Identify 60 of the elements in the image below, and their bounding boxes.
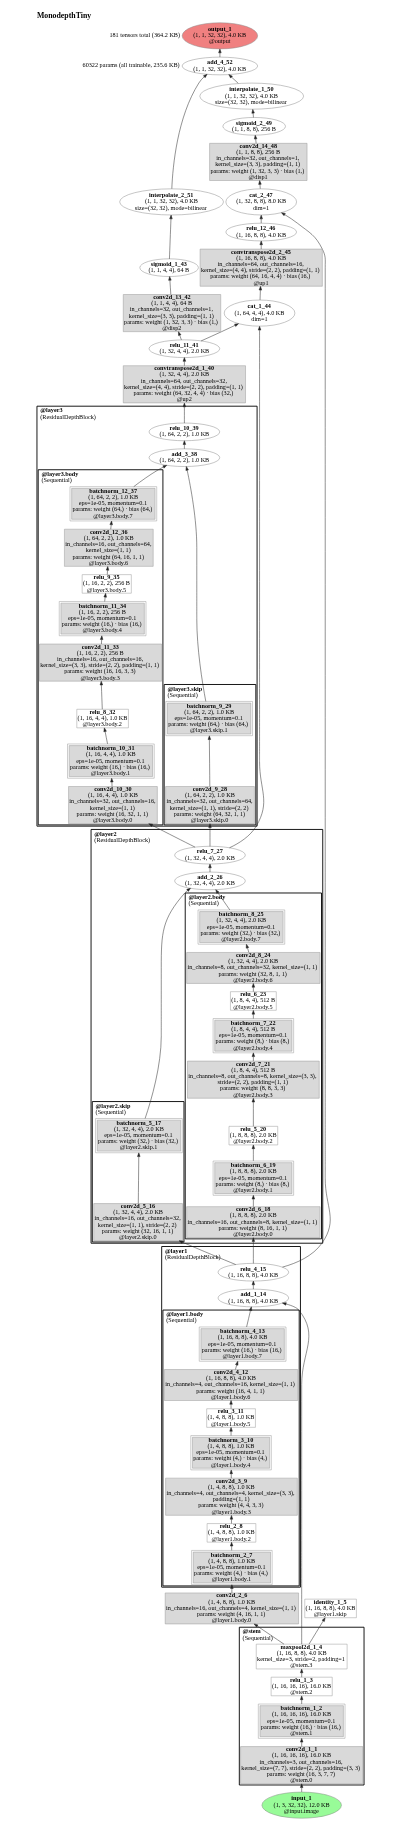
arrow <box>109 520 113 530</box>
arrow <box>251 109 255 118</box>
arrow <box>229 1515 233 1524</box>
arrow <box>144 888 191 1119</box>
arrow <box>251 1052 255 1062</box>
arrow <box>229 1542 233 1551</box>
arrow <box>217 48 221 58</box>
arrow <box>109 778 113 787</box>
arrow <box>245 1306 252 1328</box>
arrow <box>299 1695 303 1705</box>
arrow <box>207 735 211 787</box>
arrow <box>136 1152 140 1204</box>
arrow <box>215 889 230 911</box>
arrow <box>105 566 109 575</box>
arrow <box>234 1361 238 1370</box>
arrow <box>148 823 195 848</box>
arrow <box>259 240 263 250</box>
arrow <box>251 983 255 992</box>
arrow <box>99 635 103 645</box>
arrow <box>253 1623 284 1645</box>
arrow <box>308 1617 325 1645</box>
arrow <box>99 681 103 710</box>
arrow <box>251 1280 255 1290</box>
arrow <box>185 466 206 702</box>
arrow <box>177 331 182 341</box>
arrow <box>281 1302 309 1645</box>
arrow <box>253 134 257 144</box>
arrow <box>257 180 261 189</box>
arrow <box>229 1427 233 1436</box>
arrow <box>167 276 171 295</box>
arrow <box>103 727 108 745</box>
arrow <box>259 214 263 224</box>
arrow <box>182 357 186 366</box>
arrow <box>200 323 239 342</box>
arrow <box>280 212 330 1268</box>
arrow <box>103 593 107 602</box>
arrow <box>251 1010 255 1019</box>
arrow <box>229 1469 233 1479</box>
arrow <box>228 326 264 849</box>
arrow <box>178 1240 236 1265</box>
arrow <box>251 1237 255 1264</box>
arrow <box>299 1668 303 1678</box>
arrow <box>133 465 167 487</box>
arrow <box>258 286 262 301</box>
arrow <box>229 1584 233 1594</box>
arrow <box>207 823 212 847</box>
arrow <box>251 1098 255 1127</box>
arrow <box>182 440 186 450</box>
arrow <box>229 1400 233 1409</box>
diagram-title: MonodepthTiny <box>36 11 91 21</box>
arrow <box>182 402 186 424</box>
arrow <box>245 944 249 953</box>
arrow <box>168 214 172 260</box>
arrow <box>228 74 238 84</box>
arrow <box>299 1783 303 1793</box>
arrow <box>299 1738 303 1747</box>
arrow <box>251 1144 255 1162</box>
arrow <box>251 1195 255 1207</box>
arrow <box>207 863 212 873</box>
arrow <box>171 74 207 189</box>
